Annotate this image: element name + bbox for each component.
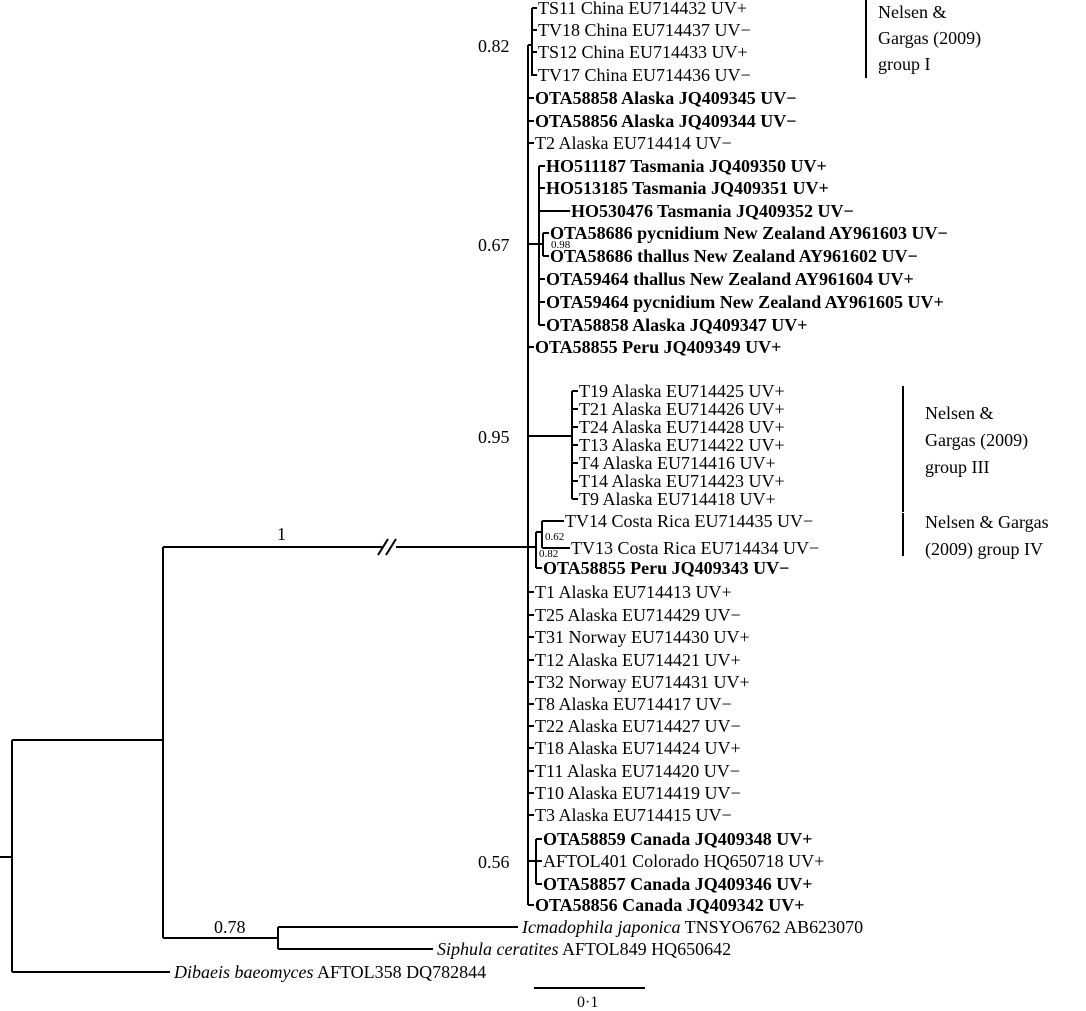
branch-break-mark-2	[385, 538, 397, 556]
tip-label-aftol401: AFTOL401 Colorado HQ650718 UV+	[543, 851, 824, 871]
tip-label-t3: T3 Alaska EU714415 UV−	[535, 805, 732, 825]
icmadophila-label: Icmadophila japonica TNSYO6762 AB623070	[521, 917, 863, 937]
tip-label-tv17: TV17 China EU714436 UV−	[538, 65, 751, 85]
dibaeis-label: Dibaeis baeomyces AFTOL358 DQ782844	[173, 962, 486, 982]
tip-label-ota59464p: OTA59464 pycnidium New Zealand AY961605 …	[546, 292, 944, 312]
group-iv-line-1: Nelsen & Gargas	[925, 512, 1049, 532]
tip-label-ho530476: HO530476 Tasmania JQ409352 UV−	[571, 201, 854, 221]
tip-label-ota58686t: OTA58686 thallus New Zealand AY961602 UV…	[550, 246, 918, 266]
group-i-line-1: Nelsen &	[878, 2, 946, 22]
tip-label-ota58855b: OTA58855 Peru JQ409343 UV−	[543, 558, 789, 578]
tip-label-t2: T2 Alaska EU714414 UV−	[535, 133, 732, 153]
support-canada-clade: 0.56	[478, 852, 510, 872]
branch-break-mark-1	[377, 538, 389, 556]
tip-label-t8: T8 Alaska EU714417 UV−	[535, 694, 732, 714]
tip-label-t25: T25 Alaska EU714429 UV−	[535, 605, 741, 625]
tip-label-t11: T11 Alaska EU714420 UV−	[535, 761, 740, 781]
tip-branches	[528, 7, 578, 906]
support-nz-clade: 0.67	[478, 235, 510, 255]
tip-label-ota58856a: OTA58856 Alaska JQ409344 UV−	[535, 111, 796, 131]
group-i-line-3: group I	[878, 54, 931, 74]
support-outgroup-pair: 0.78	[214, 917, 246, 937]
tip-label-ts12: TS12 China EU714433 UV+	[538, 42, 748, 62]
tip-label-t10: T10 Alaska EU714419 UV−	[535, 783, 741, 803]
tip-label-t24: T24 Alaska EU714428 UV+	[579, 417, 785, 437]
tip-label-t1: T1 Alaska EU714413 UV+	[535, 582, 732, 602]
support-group-iv-upper: 0.62	[545, 531, 564, 543]
tip-label-t22: T22 Alaska EU714427 UV−	[535, 716, 741, 736]
tip-label-t19: T19 Alaska EU714425 UV+	[579, 381, 785, 401]
tip-label-ota59464t: OTA59464 thallus New Zealand AY961604 UV…	[546, 269, 914, 289]
tip-label-ota58856b: OTA58856 Canada JQ409342 UV+	[535, 895, 804, 915]
siphula-label: Siphula ceratites AFTOL849 HQ650642	[437, 939, 731, 959]
tip-label-ho513185: HO513185 Tasmania JQ409351 UV+	[546, 178, 829, 198]
group-iii-line-1: Nelsen &	[925, 403, 993, 423]
group-iii-line-3: group III	[925, 457, 989, 477]
tip-label-t21: T21 Alaska EU714426 UV+	[579, 399, 785, 419]
support-root-branch: 1	[277, 524, 286, 544]
tip-label-ota58859: OTA58859 Canada JQ409348 UV+	[543, 829, 812, 849]
support-nz-inner: 0.98	[551, 239, 571, 251]
tip-label-tv13: TV13 Costa Rica EU714434 UV−	[571, 538, 819, 558]
tip-label-ota58858b: OTA58858 Alaska JQ409347 UV+	[546, 315, 807, 335]
tip-label-t4: T4 Alaska EU714416 UV+	[579, 453, 776, 473]
group-iii-line-2: Gargas (2009)	[925, 430, 1028, 451]
tip-label-t12: T12 Alaska EU714421 UV+	[535, 650, 741, 670]
tip-label-t32: T32 Norway EU714431 UV+	[535, 672, 750, 692]
group-iv-line-2: (2009) group IV	[925, 539, 1043, 560]
tip-label-tv14: TV14 Costa Rica EU714435 UV−	[565, 511, 813, 531]
tip-label-t31: T31 Norway EU714430 UV+	[535, 627, 750, 647]
tip-label-t14: T14 Alaska EU714423 UV+	[579, 471, 785, 491]
tip-label-ota58857: OTA58857 Canada JQ409346 UV+	[543, 874, 812, 894]
tip-label-ota58855a: OTA58855 Peru JQ409349 UV+	[535, 337, 781, 357]
tip-label-t18: T18 Alaska EU714424 UV+	[535, 738, 741, 758]
group-i-line-2: Gargas (2009)	[878, 28, 981, 49]
tip-label-ho511187: HO511187 Tasmania JQ409350 UV+	[546, 156, 827, 176]
tip-label-ota58858a: OTA58858 Alaska JQ409345 UV−	[535, 88, 796, 108]
tip-label-t13: T13 Alaska EU714422 UV+	[579, 435, 785, 455]
support-group-i: 0.82	[478, 36, 510, 56]
tip-label-ota58686p: OTA58686 pycnidium New Zealand AY961603 …	[550, 223, 948, 243]
support-group-iii: 0.95	[478, 427, 510, 447]
tip-label-t9: T9 Alaska EU714418 UV+	[579, 489, 776, 509]
tip-label-tv18: TV18 China EU714437 UV−	[538, 20, 751, 40]
scale-bar-label: 0·1	[577, 994, 598, 1011]
tip-labels: TS11 China EU714432 UV+ TV18 China EU7144…	[535, 0, 948, 915]
tip-label-ts11: TS11 China EU714432 UV+	[538, 0, 747, 18]
support-group-iv-lower: 0.82	[539, 548, 558, 560]
